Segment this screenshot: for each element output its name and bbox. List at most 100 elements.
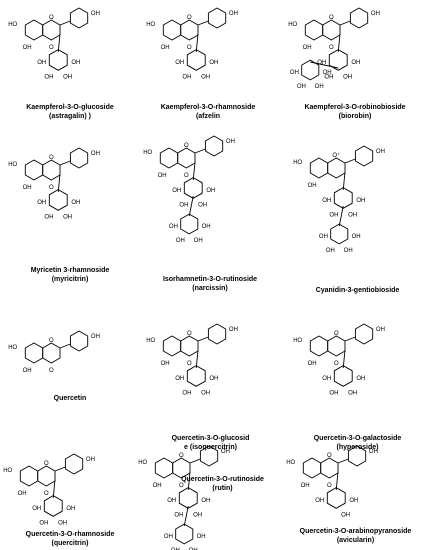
carbonyl-o-label: O (334, 361, 339, 367)
oh-5-label: OH (308, 183, 317, 189)
sugar-ring (175, 523, 194, 545)
compound-name: Kaempferol-3-O-rhamnoside (160, 104, 256, 111)
ring-a (302, 457, 322, 479)
ring-c (180, 335, 199, 357)
sugar-oh-label: OH (37, 200, 46, 206)
bond-c2-b (337, 458, 349, 464)
sugar-oh-label: OH (209, 376, 218, 382)
glycosidic-bond (195, 33, 199, 53)
glycosidic-bond (192, 161, 196, 181)
carbonyl-o-label: O (327, 483, 332, 489)
carbonyl-o-label: O (49, 45, 54, 51)
sugar-oh-label: OH (175, 376, 184, 382)
compound-alias: (biorobin) (338, 112, 372, 120)
sugar-oh-label: OH (71, 60, 80, 66)
ring-oxygen-label: O (329, 15, 334, 21)
sugar-oh-label: OH (182, 75, 191, 81)
compound-name: Kaempferol-3-O-glucoside (26, 104, 114, 111)
ring-b (69, 147, 89, 169)
sugar-oh-label: OH (176, 238, 185, 244)
carbonyl-o-label: O (179, 483, 184, 489)
sugar-ring (328, 49, 348, 71)
oh-7-label: HO (8, 22, 17, 28)
glycosidic-bond (52, 479, 56, 499)
sugar-ring (301, 59, 320, 81)
sugar-oh-label: OH (324, 75, 333, 81)
sugar-oh-label: OH (326, 248, 335, 254)
ring-b (347, 445, 367, 467)
sugar-ring (43, 495, 63, 517)
ring-c (177, 147, 196, 169)
ring-b (64, 453, 84, 475)
ring-oxygen-label: O (187, 15, 192, 21)
compound-alias: (astragalin) ) (48, 112, 91, 120)
caption: Isorhamnetin-3-O-rutinoside (narcissin) (145, 276, 275, 293)
ring-b (349, 7, 369, 29)
ring-a (162, 19, 182, 41)
ring-c (37, 465, 56, 487)
sugar-oh-label: OH (63, 215, 72, 221)
oh-5-label: OH (303, 45, 312, 51)
oh-7-label: HO (3, 468, 12, 474)
caption: Myricetin 3-rhamnoside (myricitrin) (10, 267, 130, 284)
ring-c (322, 19, 341, 41)
compound-alias: (afzelin (195, 112, 221, 120)
caption: Kaempferol-3-O-glucoside (astragalin) ) (10, 104, 130, 121)
glycosidic-bond (342, 171, 346, 191)
oh-5-label: OH (23, 45, 32, 51)
sugar-oh-label: OH (198, 203, 207, 209)
interglycosidic-bond (183, 505, 189, 527)
ring-a (24, 159, 44, 181)
carbonyl-o-label: O (329, 45, 334, 51)
ring-a (309, 335, 329, 357)
oh-4p-label: OH (91, 151, 100, 157)
ring-c (42, 19, 61, 41)
compound-name: Quercetin-3-O-rhamnoside (25, 531, 115, 538)
bond-c2-b (339, 20, 351, 26)
carbonyl-o-label: O (187, 361, 192, 367)
sugar-oh-label: OH (44, 75, 53, 81)
sugar-oh-label: OH (343, 75, 352, 81)
sugar-oh-label: OH (175, 60, 184, 66)
ring-b (69, 330, 89, 352)
oh-7-label: HO (138, 460, 147, 466)
ring-a (304, 19, 324, 41)
sugar-oh-label: OH (201, 498, 210, 504)
ring-c (180, 19, 199, 41)
compound-alias: (avicularin) (336, 536, 375, 544)
compound-alias: (narcissin) (192, 284, 228, 292)
sugar-oh-label: OH (356, 376, 365, 382)
oh-5-label: OH (308, 361, 317, 367)
compound-name: Quercetin-3-O-rutinoside (181, 476, 264, 483)
caption: Quercetin-3-O-rutinoside (rutin) (170, 476, 275, 493)
ring-a (24, 342, 44, 364)
ring-c (42, 159, 61, 181)
oh-7-label: HO (288, 22, 297, 28)
ring-oxygen-label: O (49, 155, 54, 161)
carbonyl-o-label: O (49, 368, 54, 374)
sugar-ring (333, 187, 353, 209)
sugar-oh-label: OH (193, 513, 202, 519)
ring-c (172, 457, 191, 479)
ring-oxygen-label: O (334, 331, 339, 337)
carbonyl-o-label: O (187, 45, 192, 51)
oh-7-label: HO (293, 338, 302, 344)
sugar-oh-label: OH (206, 188, 215, 194)
sugar-oh-label: OH (319, 234, 328, 240)
sugar-oh-label: OH (167, 498, 176, 504)
oh-4p-label: OH (226, 139, 235, 145)
bond-c2-b (189, 458, 201, 464)
carbonyl-o-label: O (44, 491, 49, 497)
sugar-oh-label: OH (37, 60, 46, 66)
sugar-oh-label: OH (323, 70, 332, 76)
